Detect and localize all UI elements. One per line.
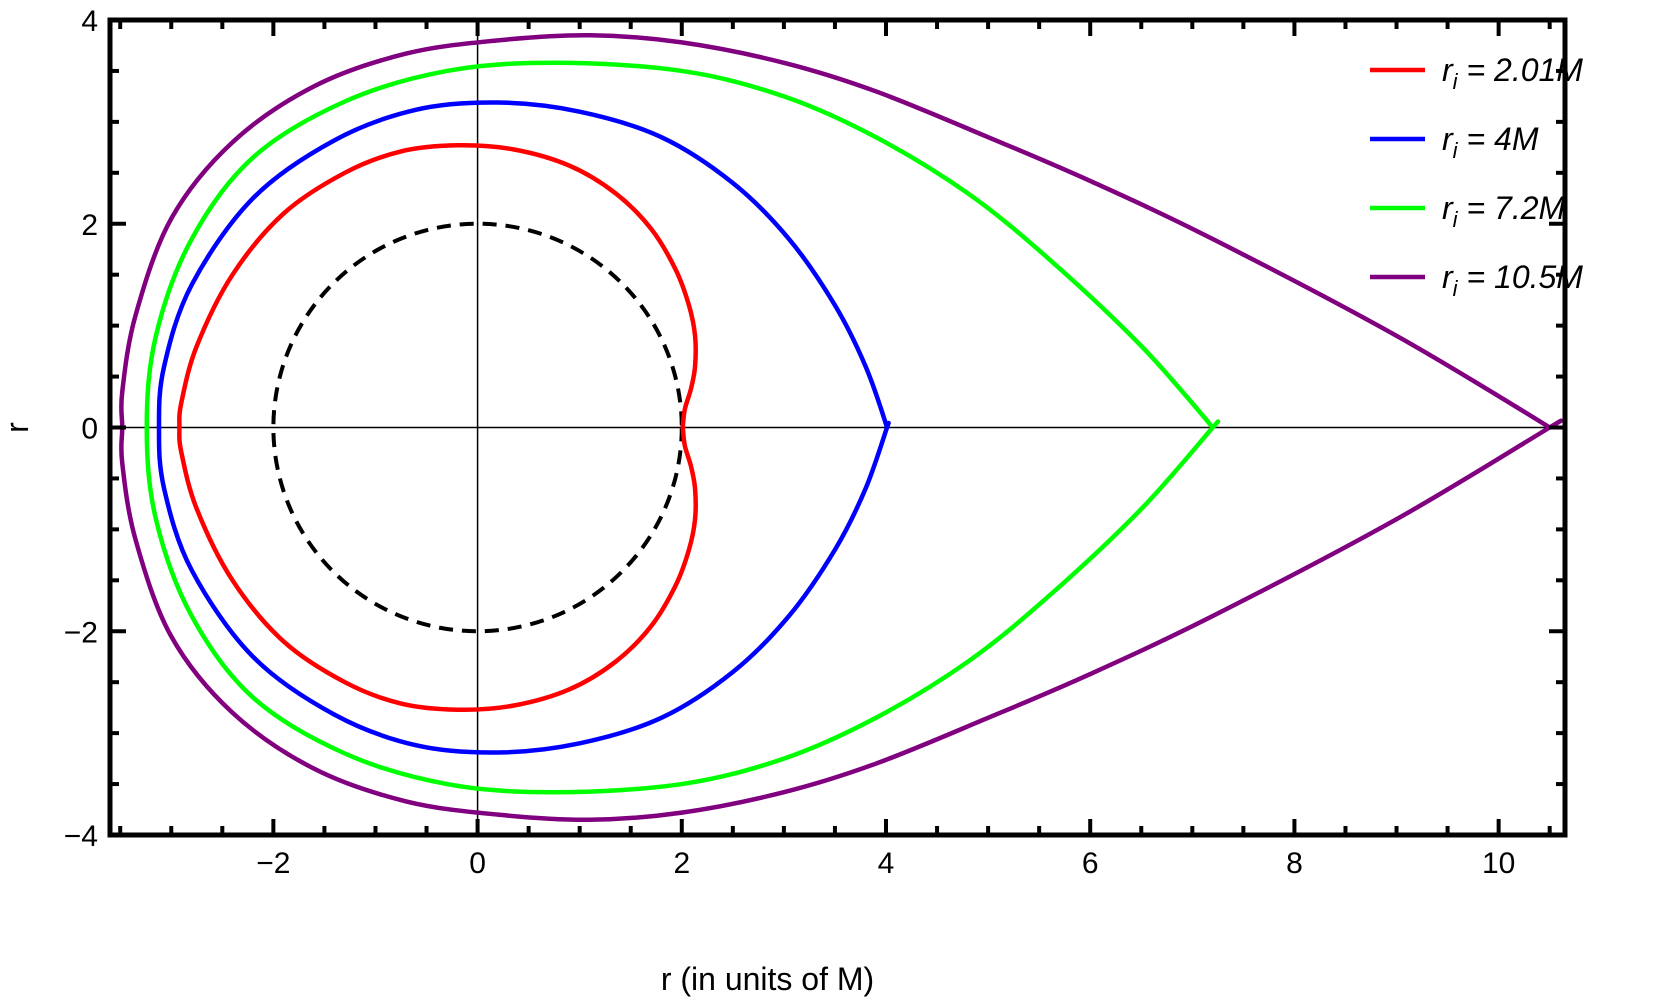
y-axis-title: r <box>0 422 35 433</box>
legend: ri = 2.01M ri = 4M ri = 7.2M ri = 10.5M <box>1370 52 1583 301</box>
y-tick-label: 2 <box>81 209 98 242</box>
plot-area <box>110 20 1565 835</box>
legend-label-3: ri = 7.2M <box>1442 190 1566 232</box>
series-line-2 <box>156 100 891 755</box>
legend-label-4: ri = 10.5M <box>1442 259 1583 301</box>
legend-label-1: ri = 2.01M <box>1442 52 1583 94</box>
x-tick-label: 10 <box>1482 847 1515 880</box>
series-line-4 <box>119 33 1564 822</box>
x-tick-label: 4 <box>878 847 895 880</box>
x-tick-label: −2 <box>256 847 290 880</box>
ticks-layer: −2 0 2 4 6 8 10 −4 −2 0 2 4 <box>64 5 1565 880</box>
x-tick-label: 8 <box>1286 847 1303 880</box>
x-tick-label: 6 <box>1082 847 1099 880</box>
x-tick-label: 2 <box>673 847 690 880</box>
x-axis-title: r (in units of M) <box>661 961 874 997</box>
legend-label-2: ri = 4M <box>1442 121 1539 163</box>
y-tick-label: 0 <box>81 413 98 446</box>
series-line-3 <box>144 60 1221 795</box>
x-tick-label: 0 <box>469 847 486 880</box>
y-tick-label: −4 <box>64 820 98 853</box>
y-tick-label: −2 <box>64 616 98 649</box>
y-tick-label: 4 <box>81 5 98 38</box>
series-line-1 <box>177 142 698 713</box>
series-layer <box>119 33 1564 822</box>
